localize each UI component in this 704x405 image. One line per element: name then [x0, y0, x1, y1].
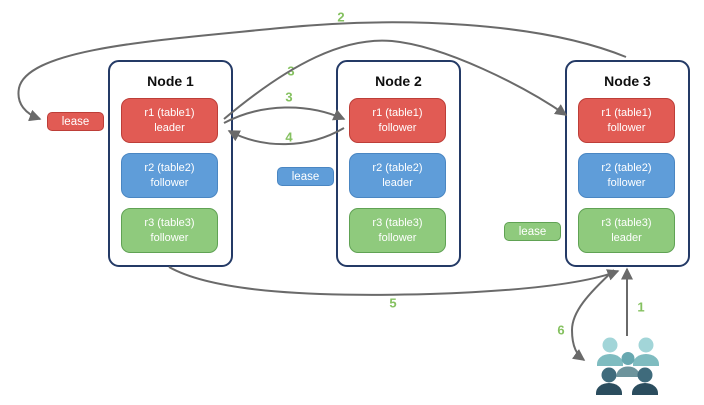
node-2-box: Node 2 r1 (table1) follower r2 (table2) …	[336, 60, 461, 267]
step-label-1: 1	[637, 299, 645, 315]
lease-badge-r1: lease	[47, 112, 104, 131]
step-label-6: 6	[557, 322, 565, 338]
node-3-box: Node 3 r1 (table1) follower r2 (table2) …	[565, 60, 690, 267]
node-1-box: Node 1 r1 (table1) leader r2 (table2) fo…	[108, 60, 233, 267]
node-1-replica-r3: r3 (table3) follower	[121, 208, 218, 253]
replica-name: r3 (table3)	[372, 216, 423, 229]
users-group-icon	[596, 337, 659, 395]
replica-name: r2 (table2)	[601, 161, 652, 174]
node-2-title: Node 2	[375, 73, 422, 89]
replica-name: r2 (table2)	[144, 161, 195, 174]
arrow-step-3-to-node2	[223, 106, 346, 124]
replica-name: r3 (table3)	[144, 216, 195, 229]
replica-role: follower	[607, 176, 646, 189]
lease-badge-r3: lease	[504, 222, 561, 241]
node-3-replica-r1: r1 (table1) follower	[578, 98, 675, 143]
node-2-replica-r3: r3 (table3) follower	[349, 208, 446, 253]
node-3-replica-r2: r2 (table2) follower	[578, 153, 675, 198]
lease-badge-r2: lease	[277, 167, 334, 186]
replica-role: leader	[382, 176, 413, 189]
node-1-replica-r2: r2 (table2) follower	[121, 153, 218, 198]
replica-role: leader	[611, 231, 642, 244]
node-3-title: Node 3	[604, 73, 651, 89]
replica-role: follower	[378, 231, 417, 244]
node-1-replica-r1: r1 (table1) leader	[121, 98, 218, 143]
replica-role: follower	[607, 121, 646, 134]
step-label-2: 2	[337, 9, 345, 25]
replica-role: follower	[150, 231, 189, 244]
replica-name: r2 (table2)	[372, 161, 423, 174]
step-label-4: 4	[285, 129, 293, 145]
node-2-replica-r1: r1 (table1) follower	[349, 98, 446, 143]
node-2-replica-r2: r2 (table2) leader	[349, 153, 446, 198]
replica-name: r3 (table3)	[601, 216, 652, 229]
replica-name: r1 (table1)	[144, 106, 195, 119]
replica-role: follower	[378, 121, 417, 134]
arrow-step-5	[168, 266, 620, 296]
replica-name: r1 (table1)	[601, 106, 652, 119]
node-3-replica-r3: r3 (table3) leader	[578, 208, 675, 253]
step-label-5: 5	[389, 295, 397, 311]
step-label-3b: 3	[285, 89, 293, 105]
node-1-title: Node 1	[147, 73, 194, 89]
step-label-3a: 3	[287, 63, 295, 79]
replica-name: r1 (table1)	[372, 106, 423, 119]
replica-role: leader	[154, 121, 185, 134]
replica-role: follower	[150, 176, 189, 189]
